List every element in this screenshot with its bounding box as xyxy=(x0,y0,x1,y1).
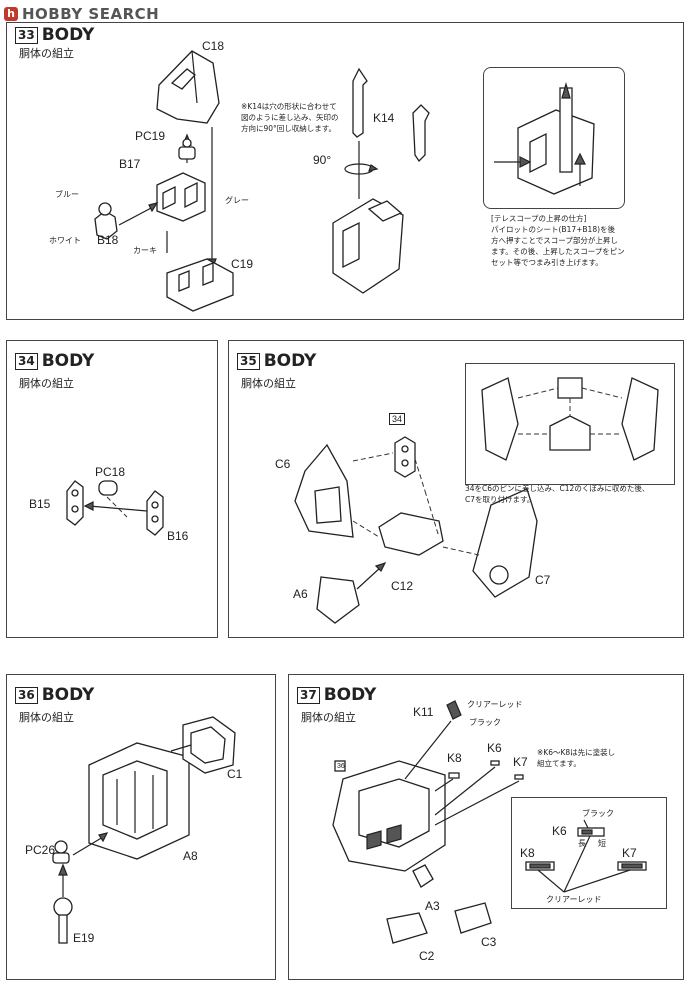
inset-label-k8: K8 xyxy=(520,846,535,860)
telescope-illustration xyxy=(494,81,595,195)
label-k6: K6 xyxy=(487,741,502,755)
label-90-degrees: 90° xyxy=(313,153,332,167)
step-subtitle: 胴体の組立 xyxy=(19,377,74,390)
telescope-inset xyxy=(483,67,625,209)
label-c1: C1 xyxy=(227,767,243,781)
label-c7: C7 xyxy=(535,573,551,587)
step-33-illustration xyxy=(94,50,430,312)
label-b16: B16 xyxy=(167,529,189,543)
label-b18: B18 xyxy=(97,233,119,247)
step-number: 36 xyxy=(15,686,38,704)
inset-label-long: 長 xyxy=(578,839,586,848)
step-35-illustration xyxy=(294,436,538,624)
step-title: BODY xyxy=(41,685,95,705)
k14-note: ※K14は穴の形状に合わせて 図のように差し込み、矢印の 方向に90°回し収納し… xyxy=(241,102,339,133)
inset-label-k6: K6 xyxy=(552,824,567,838)
label-k11: K11 xyxy=(413,705,434,719)
step-37-heading: 37 BODY xyxy=(297,685,376,705)
step-35-heading: 35 BODY xyxy=(237,351,316,371)
step-37-illustration xyxy=(332,700,524,944)
label-a3: A3 xyxy=(425,899,440,913)
label-c12: C12 xyxy=(391,579,414,593)
label-pc19: PC19 xyxy=(135,129,166,143)
k6-k8-inset-illustration xyxy=(525,819,647,893)
step-34-panel: 34 BODY 胴体の組立 PC18 B15 B16 xyxy=(6,340,218,638)
label-blue: ブルー xyxy=(55,190,79,199)
step-36-illustration xyxy=(52,716,236,944)
label-a6: A6 xyxy=(293,587,308,601)
step-number: 35 xyxy=(237,352,260,370)
step-subtitle: 胴体の組立 xyxy=(19,47,74,60)
label-pc18: PC18 xyxy=(95,465,126,479)
site-header: h HOBBY SEARCH xyxy=(4,4,159,24)
inset-label-short: 短 xyxy=(598,839,606,848)
step-title: BODY xyxy=(41,25,95,45)
label-pc26: PC26 xyxy=(25,843,56,857)
label-b15: B15 xyxy=(29,497,51,511)
label-c2: C2 xyxy=(419,949,435,963)
label-c3: C3 xyxy=(481,935,497,949)
step-title: BODY xyxy=(41,351,95,371)
label-e19: E19 xyxy=(73,931,95,945)
step-36-panel: 36 BODY 胴体の組立 C1 PC26 A8 E19 xyxy=(6,674,276,980)
step-34-illustration xyxy=(66,480,164,536)
label-a8: A8 xyxy=(183,849,198,863)
step-35-note: 34をC6のピンに差し込み、C12のくぼみに収めた後、 C7を取り付けます。 xyxy=(465,484,650,504)
step-34-heading: 34 BODY xyxy=(15,351,94,371)
label-ref-34: 34 xyxy=(389,413,406,425)
logo-text: HOBBY SEARCH xyxy=(22,5,160,23)
label-black: ブラック xyxy=(469,718,501,727)
step-subtitle: 胴体の組立 xyxy=(301,711,356,724)
label-k8: K8 xyxy=(447,751,462,765)
step-title: BODY xyxy=(263,351,317,371)
label-c6: C6 xyxy=(275,457,291,471)
hobby-search-logo-icon: h xyxy=(4,7,18,21)
step-33-heading: 33 BODY xyxy=(15,25,94,45)
label-k14: K14 xyxy=(373,111,395,125)
step-33-panel: 33 BODY 胴体の組立 xyxy=(6,22,684,320)
step-37-note: ※K6〜K8は先に塗装し 組立てます。 xyxy=(537,748,616,768)
step-subtitle: 胴体の組立 xyxy=(19,711,74,724)
c6-c7-inset-illustration xyxy=(481,377,659,461)
label-ref-36: 36 xyxy=(337,763,345,770)
inset-label-black: ブラック xyxy=(582,809,614,818)
label-khaki: カーキ xyxy=(133,246,157,255)
inset-label-clear-red: クリアーレッド xyxy=(546,895,602,904)
step-subtitle: 胴体の組立 xyxy=(241,377,296,390)
c6-c7-inset xyxy=(465,363,675,485)
step-number: 34 xyxy=(15,352,38,370)
step-number: 33 xyxy=(15,26,38,44)
inset-label-k7: K7 xyxy=(622,846,637,860)
label-white: ホワイト xyxy=(49,236,81,245)
step-37-panel: 37 BODY 胴体の組立 K11 クリアーレッド ブラック K8 K6 K7 … xyxy=(288,674,684,980)
label-c18: C18 xyxy=(202,39,225,53)
label-b17: B17 xyxy=(119,157,141,171)
step-36-heading: 36 BODY xyxy=(15,685,94,705)
step-title: BODY xyxy=(323,685,377,705)
step-number: 37 xyxy=(297,686,320,704)
label-gray: グレー xyxy=(225,196,249,205)
label-clear-red: クリアーレッド xyxy=(467,700,523,709)
step-35-panel: 35 BODY 胴体の組立 34 C6 C12 A6 C7 xyxy=(228,340,684,638)
label-k7: K7 xyxy=(513,755,528,769)
k6-k8-inset: ブラック K6 長 短 K8 K7 クリアーレッド xyxy=(511,797,667,909)
telescope-note: [テレスコープの上昇の仕方] パイロットのシート(B17+B18)を後 方へ押す… xyxy=(491,214,625,267)
label-c19: C19 xyxy=(231,257,254,271)
